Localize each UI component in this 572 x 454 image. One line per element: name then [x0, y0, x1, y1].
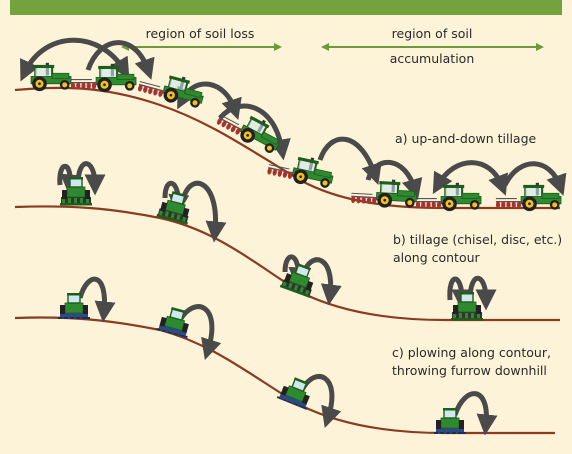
- tractor-icon: [351, 178, 417, 210]
- curved-arrow-icon: [505, 164, 560, 186]
- case-c-label-line2: throwing furrow downhill: [392, 363, 547, 378]
- curved-arrow-icon: [60, 166, 70, 185]
- tractor-icon: [496, 183, 561, 211]
- curved-arrow-icon: [320, 139, 375, 175]
- slope-a: [15, 40, 561, 211]
- tillage-implement-icon: [434, 408, 466, 434]
- soil-accumulation-label-line1: region of soil: [392, 26, 473, 41]
- case-a-label: a) up-and-down tillage: [395, 131, 537, 146]
- top-band: [10, 0, 562, 15]
- tillage-implement-icon: [58, 293, 90, 319]
- tractor-icon: [266, 149, 336, 190]
- curved-arrow-icon: [183, 183, 216, 232]
- soil-loss-label: region of soil loss: [146, 26, 255, 41]
- case-c-label-line1: c) plowing along contour,: [392, 345, 551, 360]
- curved-arrow-icon: [438, 163, 502, 186]
- soil-surface-a: [15, 88, 560, 208]
- case-b-label-line1: b) tillage (chisel, disc, etc.): [393, 232, 562, 247]
- tillage-implement-icon: [60, 177, 92, 206]
- soil-accumulation-label-line2: accumulation: [390, 51, 475, 66]
- curved-arrow-icon: [450, 279, 462, 300]
- case-b-label-line2: along contour: [393, 250, 481, 265]
- tillage-implement-icon: [451, 292, 483, 321]
